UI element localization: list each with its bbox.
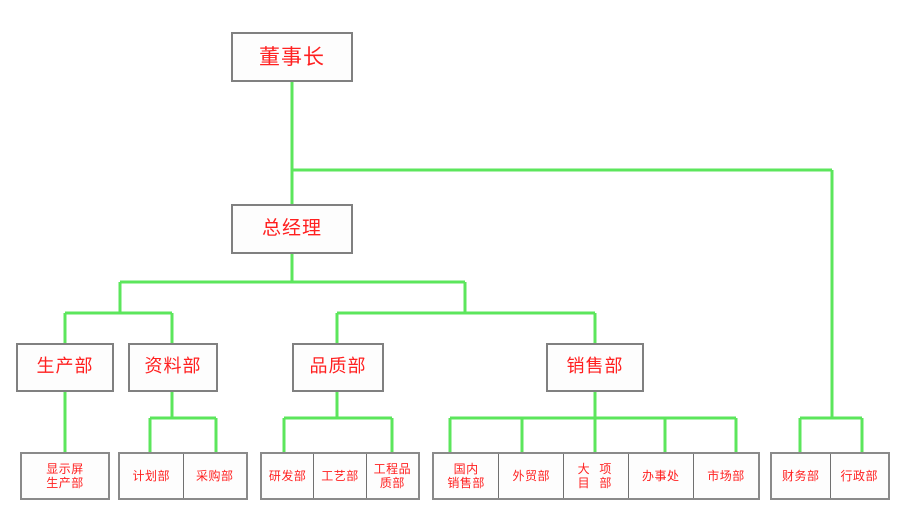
node-finance-dept[interactable]: 财务部 (772, 454, 831, 498)
node-major-project-dept[interactable]: 大 项 目 部 (564, 454, 629, 498)
node-purchasing-dept[interactable]: 采购部 (195, 468, 234, 483)
group-production-children: 显示屏 生产部 (20, 452, 110, 500)
node-planning-dept[interactable]: 计划部 (120, 454, 184, 498)
node-engineering-quality-dept[interactable]: 工程品 质部 (373, 461, 412, 490)
node-chairman[interactable]: 董事长 (231, 32, 353, 82)
node-quality-dept[interactable]: 品质部 (292, 343, 384, 392)
node-administration-dept[interactable]: 行政部 (840, 468, 878, 483)
group-quality-children: 研发部 工艺部 工程品 质部 (260, 452, 420, 500)
node-domestic-sales-dept[interactable]: 国内 销售部 (434, 454, 500, 498)
node-production-dept[interactable]: 生产部 (16, 343, 114, 392)
group-administration-children: 财务部 行政部 (770, 452, 890, 500)
node-sales-dept[interactable]: 销售部 (546, 343, 644, 392)
node-office[interactable]: 办事处 (629, 454, 694, 498)
node-rd-dept[interactable]: 研发部 (262, 454, 315, 498)
group-sales-children: 国内 销售部 外贸部 大 项 目 部 办事处 市场部 (432, 452, 760, 500)
node-foreign-trade-dept[interactable]: 外贸部 (499, 454, 565, 498)
group-documentation-children: 计划部 采购部 (118, 452, 248, 500)
node-process-dept[interactable]: 工艺部 (314, 454, 367, 498)
node-general-manager[interactable]: 总经理 (231, 204, 353, 254)
node-display-production-dept[interactable]: 显示屏 生产部 (46, 461, 84, 490)
node-marketing-dept[interactable]: 市场部 (707, 468, 745, 483)
node-documentation-dept[interactable]: 资料部 (128, 343, 218, 392)
